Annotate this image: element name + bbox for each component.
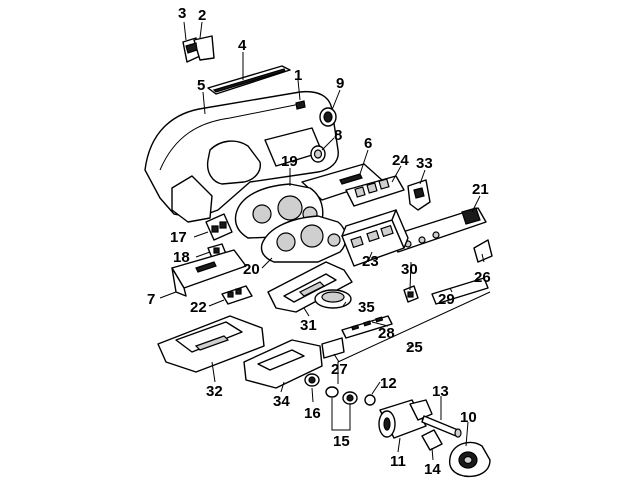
- callout-30: 30: [401, 261, 418, 278]
- part-lower-panel-7: [171, 249, 247, 297]
- callout-22: 22: [190, 299, 207, 316]
- callout-27: 27: [331, 361, 348, 378]
- part-switch-17: [205, 213, 233, 241]
- part-switch-14: [421, 429, 443, 451]
- callout-2: 2: [198, 7, 206, 24]
- part-center-console-31: [267, 261, 353, 313]
- part-instrument-cluster: [234, 183, 347, 263]
- part-vent-small: [182, 35, 215, 63]
- callout-5: 5: [197, 77, 205, 94]
- part-bracket-26: [473, 239, 493, 263]
- callout-26: 26: [474, 269, 491, 286]
- part-slotted-strip-28: [341, 315, 393, 339]
- part-trim-strip-29: [431, 277, 489, 305]
- part-round-vent-9: [319, 107, 337, 127]
- callout-14: 14: [424, 461, 441, 478]
- callout-28: 28: [378, 325, 395, 342]
- callout-7: 7: [147, 291, 155, 308]
- part-switch-block-22: [221, 285, 253, 305]
- leader-lines: [159, 21, 491, 461]
- callout-4: 4: [238, 37, 247, 54]
- callout-3: 3: [178, 5, 186, 22]
- callout-8: 8: [334, 127, 342, 144]
- callout-25: 25: [406, 339, 423, 356]
- part-control-unit-23: [341, 209, 409, 267]
- callout-31: 31: [300, 317, 317, 334]
- callout-32: 32: [206, 383, 223, 400]
- callout-1: 1: [294, 67, 302, 84]
- callout-labels: 3 2 4 5 1 9 8 6 19 24 33 21 17 18 20 23 …: [147, 5, 491, 478]
- callout-21: 21: [472, 181, 489, 198]
- part-lock-cylinder-11: [378, 399, 433, 439]
- callout-13: 13: [432, 383, 449, 400]
- part-defrost-strip: [207, 65, 291, 95]
- callout-18: 18: [173, 249, 190, 266]
- part-rod-13: [421, 415, 462, 438]
- callout-34: 34: [273, 393, 290, 410]
- callout-23: 23: [362, 253, 379, 270]
- part-lower-panel-34: [243, 339, 323, 389]
- part-small-items-15: [325, 386, 358, 405]
- callout-33: 33: [416, 155, 433, 172]
- callout-16: 16: [304, 405, 321, 422]
- part-dashboard: [144, 90, 339, 223]
- part-lower-dash-32: [157, 315, 265, 373]
- part-switch-panel-24: [345, 175, 405, 207]
- callout-20: 20: [243, 261, 260, 278]
- callout-6: 6: [364, 135, 372, 152]
- callout-19: 19: [281, 153, 298, 170]
- callout-12: 12: [380, 375, 397, 392]
- part-bracket-27: [321, 337, 345, 359]
- callout-11: 11: [390, 453, 406, 470]
- part-socket-16: [304, 373, 320, 387]
- callout-17: 17: [170, 229, 187, 246]
- callout-9: 9: [336, 75, 344, 92]
- part-clip-30: [403, 285, 419, 303]
- part-clip-12: [364, 394, 376, 406]
- callout-35: 35: [358, 299, 375, 316]
- part-trim-strip-21: [389, 207, 487, 253]
- callout-10: 10: [460, 409, 477, 426]
- part-ignition-switch-10: [448, 441, 491, 478]
- callout-29: 29: [438, 291, 455, 308]
- callout-15: 15: [333, 433, 350, 450]
- callout-24: 24: [392, 152, 409, 169]
- part-bracket-33: [407, 179, 431, 211]
- part-cover-35: [314, 289, 352, 309]
- part-round-vent-8: [310, 145, 326, 163]
